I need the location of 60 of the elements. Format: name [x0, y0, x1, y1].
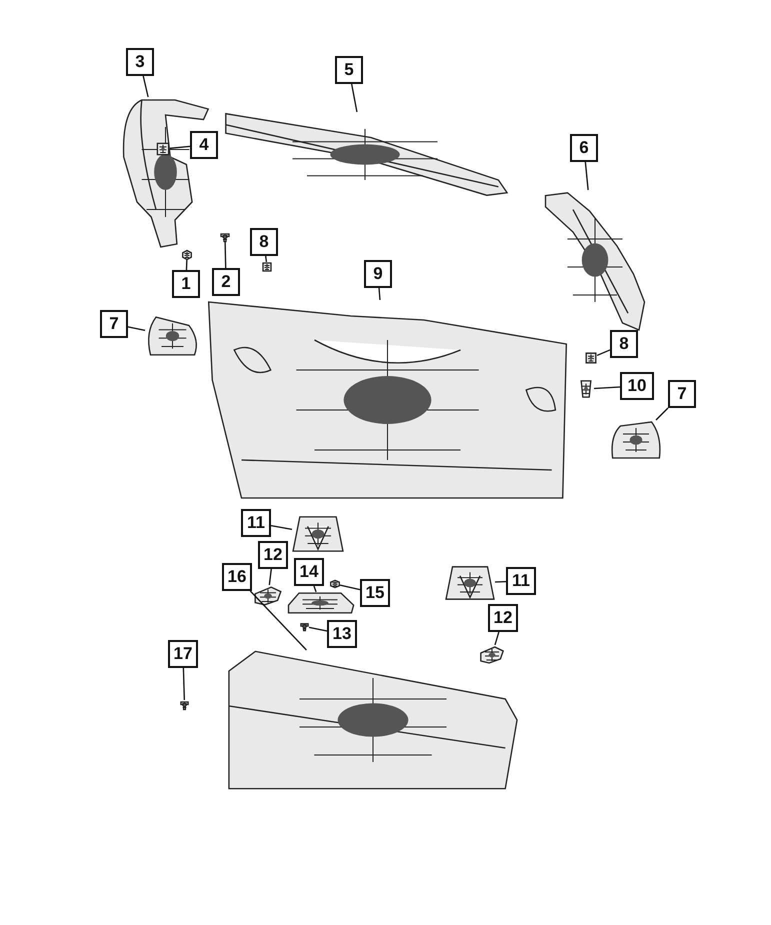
clip-drawing: [156, 142, 170, 156]
callout-number: 10: [620, 372, 654, 400]
leader-line: [182, 668, 185, 700]
leader-line: [250, 590, 307, 650]
nut-drawing: [182, 250, 192, 260]
leader-line: [656, 408, 668, 420]
lamp-housing-drawing: [292, 515, 344, 553]
callout-number: 5: [335, 56, 363, 84]
callout-number: 13: [327, 620, 357, 648]
callout-number: 7: [668, 380, 696, 408]
callout-number: 7: [100, 310, 128, 338]
leader-line: [268, 568, 272, 586]
clip-drawing: [262, 262, 272, 272]
liftgate-trim-panel-drawing: [205, 300, 570, 500]
leader-line: [584, 162, 589, 190]
callout-number: 9: [364, 260, 392, 288]
lamp-drawing: [478, 645, 506, 665]
lamp-cover-drawing: [610, 420, 662, 460]
scuff-plate-drawing: [226, 650, 520, 790]
lamp-cover-drawing: [145, 315, 200, 357]
callout-number: 16: [222, 563, 252, 591]
leader-line: [494, 580, 506, 583]
lamp-housing-drawing: [445, 565, 495, 601]
leader-line: [308, 626, 328, 632]
seal-drawing: [578, 380, 594, 398]
leader-line: [170, 146, 190, 149]
leader-line: [351, 84, 358, 112]
callout-number: 14: [294, 558, 324, 586]
callout-number: 1: [172, 270, 200, 298]
leader-line: [378, 288, 381, 300]
callout-number: 8: [250, 228, 278, 256]
callout-number: 12: [488, 604, 518, 632]
callout-number: 6: [570, 134, 598, 162]
leader-line: [128, 326, 146, 331]
leader-line: [340, 584, 360, 590]
leader-line: [594, 386, 620, 390]
leader-line: [265, 256, 268, 262]
callout-number: 8: [610, 330, 638, 358]
callout-number: 3: [126, 48, 154, 76]
callout-number: 4: [190, 131, 218, 159]
clip-drawing: [585, 352, 597, 364]
callout-number: 15: [360, 579, 390, 607]
screw-drawing: [300, 622, 309, 631]
leader-line: [270, 525, 292, 530]
screw-drawing: [220, 232, 230, 242]
callout-number: 11: [506, 567, 536, 595]
screw-drawing: [180, 700, 189, 710]
callout-number: 12: [258, 541, 288, 569]
leader-line: [224, 242, 226, 268]
callout-number: 11: [241, 509, 271, 537]
nut-drawing: [330, 580, 340, 588]
leader-line: [142, 76, 149, 98]
leader-line: [494, 632, 500, 646]
lamp-drawing: [252, 585, 284, 607]
handle-drawing: [285, 592, 355, 614]
callout-number: 2: [212, 268, 240, 296]
callout-number: 17: [168, 640, 198, 668]
leader-line: [313, 586, 317, 592]
leader-line: [186, 260, 188, 270]
leader-line: [596, 349, 610, 356]
